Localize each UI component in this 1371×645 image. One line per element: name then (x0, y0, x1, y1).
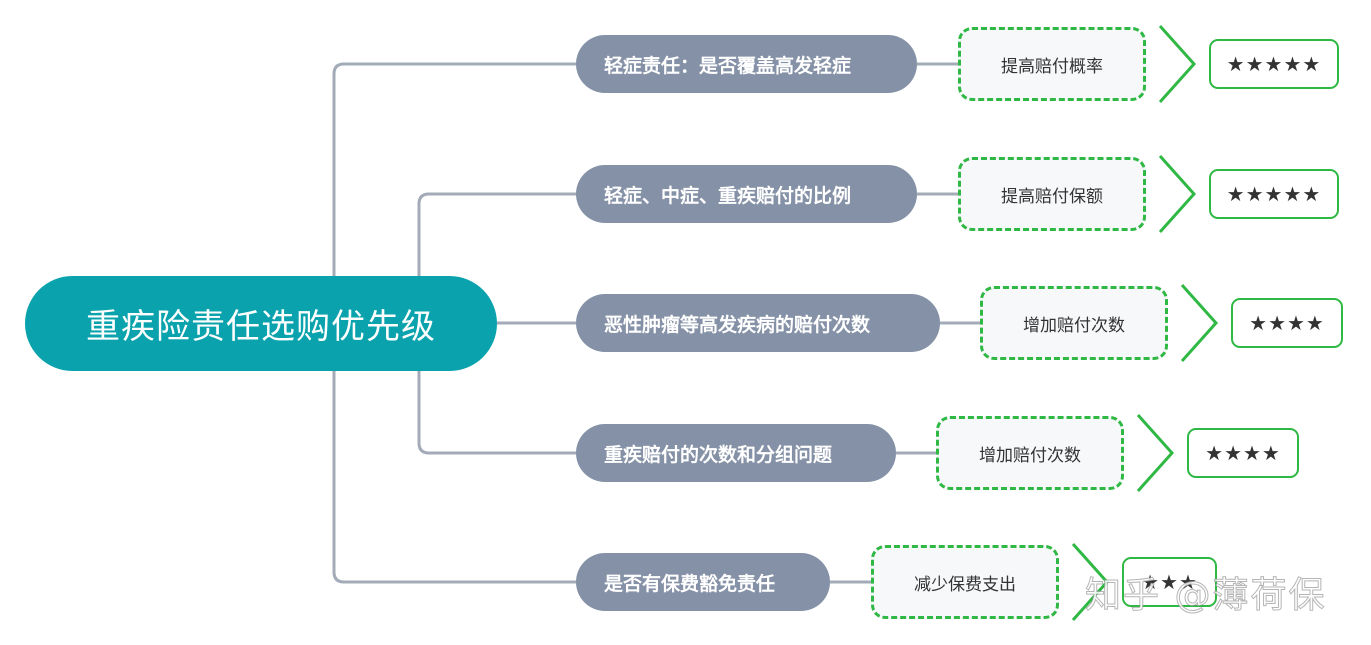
branch-1: 轻症责任：是否覆盖高发轻症 (576, 35, 917, 93)
rating-5: ★★★ (1122, 557, 1217, 607)
rating-2: ★★★★★ (1209, 169, 1339, 219)
trunk-inner-bottom (417, 371, 576, 455)
arrow-chevron-3 (1180, 283, 1219, 363)
branch-2: 轻症、中症、重疾赔付的比例 (576, 165, 917, 223)
leaf-3: 增加赔付次数 (980, 286, 1168, 360)
arrow-chevron-2 (1158, 154, 1197, 234)
leaf-5: 减少保费支出 (871, 545, 1059, 619)
arrow-chevron-1 (1158, 24, 1197, 104)
arrow-chevron-5 (1071, 542, 1110, 622)
watermark: 知乎 @薄荷保 (1084, 575, 1327, 617)
rating-4: ★★★★ (1187, 428, 1299, 478)
trunk-outer (332, 62, 576, 276)
rating-3: ★★★★ (1231, 298, 1343, 348)
leaf-4: 增加赔付次数 (936, 416, 1124, 490)
root-topic: 重疾险责任选购优先级 (25, 276, 497, 371)
branch-3: 恶性肿瘤等高发疾病的赔付次数 (576, 294, 940, 352)
leaf-1: 提高赔付概率 (958, 27, 1146, 101)
branch-4: 重疾赔付的次数和分组问题 (576, 424, 896, 482)
trunk-outer-bottom (332, 371, 576, 584)
arrow-chevron-4 (1136, 413, 1175, 493)
rating-1: ★★★★★ (1209, 39, 1339, 89)
trunk-inner (417, 192, 576, 276)
branch-5: 是否有保费豁免责任 (576, 553, 830, 611)
leaf-2: 提高赔付保额 (958, 157, 1146, 231)
